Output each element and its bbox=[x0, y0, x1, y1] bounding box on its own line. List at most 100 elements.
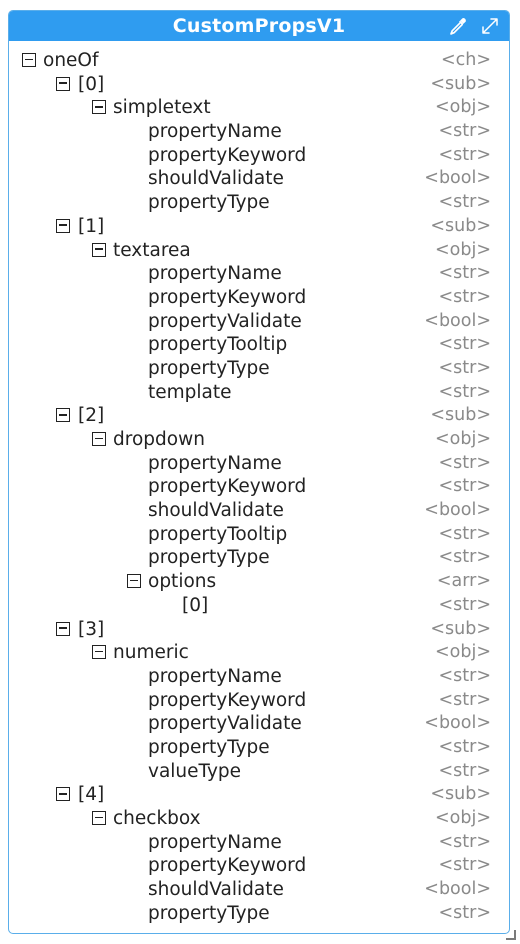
node-label: [2] bbox=[78, 405, 105, 427]
tree-field[interactable]: propertyType <str> bbox=[9, 357, 509, 381]
tree-node[interactable]: [2] <sub> bbox=[9, 404, 509, 428]
node-label: propertyKeyword bbox=[148, 144, 307, 166]
node-type: <obj> bbox=[434, 808, 491, 828]
node-label: propertyName bbox=[148, 831, 282, 853]
node-label: oneOf bbox=[43, 50, 99, 71]
node-label: propertyValidate bbox=[148, 713, 302, 735]
tree-field[interactable]: propertyValidate <bool> bbox=[9, 712, 509, 736]
tree-field[interactable]: propertyName <str> bbox=[9, 665, 509, 689]
node-type: <str> bbox=[438, 476, 492, 497]
node-type: <ch> bbox=[440, 50, 491, 70]
tree-node[interactable]: checkbox<obj> bbox=[9, 807, 509, 831]
node-type: <obj> bbox=[434, 642, 491, 663]
node-label: propertyName bbox=[148, 121, 282, 143]
collapse-icon[interactable] bbox=[92, 100, 106, 115]
tree-field[interactable]: propertyName<str> bbox=[9, 831, 509, 855]
collapse-icon[interactable] bbox=[56, 787, 70, 802]
node-type: <str> bbox=[438, 736, 492, 757]
node-label: template bbox=[148, 381, 232, 403]
tree-node[interactable]: oneOf <ch> bbox=[9, 49, 509, 73]
tree-node[interactable]: dropdown<obj> bbox=[9, 428, 509, 452]
tree-field[interactable]: propertyTooltip<str> bbox=[9, 333, 509, 357]
tree-field[interactable]: shouldValidate <bool> bbox=[9, 167, 509, 191]
node-label: propertyType bbox=[148, 192, 270, 214]
tree-field[interactable]: propertyKeyword<str> bbox=[9, 286, 509, 310]
tree-node[interactable]: simpletext <obj> bbox=[9, 96, 509, 120]
node-label: propertyType bbox=[148, 357, 270, 379]
tree-node[interactable]: numeric<obj> bbox=[9, 641, 509, 665]
node-type: <bool> bbox=[424, 168, 491, 189]
tree-field[interactable]: [0]<str> bbox=[9, 594, 509, 618]
tree-field[interactable]: propertyName<str> bbox=[9, 262, 509, 286]
node-type: <str> bbox=[438, 547, 492, 568]
collapse-icon[interactable] bbox=[92, 645, 106, 660]
tree-field[interactable]: shouldValidate<bool> bbox=[9, 499, 509, 523]
node-label: textarea bbox=[113, 239, 191, 261]
node-label: simpletext bbox=[113, 97, 211, 119]
node-label: propertyName bbox=[148, 452, 282, 474]
tree-field[interactable]: template<str> bbox=[9, 381, 509, 405]
node-type: <str> bbox=[438, 760, 492, 781]
schema-tree: oneOf<ch>[0]<sub>simpletext<obj>property… bbox=[9, 41, 509, 925]
tree-node[interactable]: [3]<sub> bbox=[9, 618, 509, 642]
node-type: <str> bbox=[438, 523, 492, 544]
node-type: <obj> bbox=[434, 97, 491, 118]
node-type: <str> bbox=[438, 121, 492, 142]
node-label: [0] bbox=[182, 594, 209, 616]
tree-field[interactable]: propertyKeyword <str> bbox=[9, 475, 509, 499]
tree-field[interactable]: propertyValidate <bool> bbox=[9, 310, 509, 334]
node-label: propertyKeyword bbox=[148, 286, 307, 308]
tree-field[interactable]: propertyName <str> bbox=[9, 120, 509, 144]
node-type: <str> bbox=[438, 665, 492, 686]
node-label: propertyKeyword bbox=[148, 476, 307, 498]
tree-field[interactable]: propertyName<str> bbox=[9, 452, 509, 476]
tree-node[interactable]: options<arr> bbox=[9, 570, 509, 594]
node-type: <obj> bbox=[434, 239, 491, 260]
node-label: shouldValidate bbox=[148, 168, 284, 190]
collapse-icon[interactable] bbox=[56, 218, 70, 233]
collapse-icon[interactable] bbox=[127, 574, 141, 589]
collapse-icon[interactable] bbox=[92, 811, 106, 825]
tree-field[interactable]: propertyTooltip<str> bbox=[9, 523, 509, 547]
collapse-icon[interactable] bbox=[22, 53, 36, 67]
tree-field[interactable]: propertyType <str> bbox=[9, 736, 509, 760]
node-label: propertyName bbox=[148, 665, 282, 687]
tree-field[interactable]: propertyType <str> bbox=[9, 546, 509, 570]
tree-node[interactable]: [4]<sub> bbox=[9, 783, 509, 807]
node-type: <str> bbox=[438, 357, 492, 378]
node-label: propertyType bbox=[148, 736, 270, 758]
collapse-icon[interactable] bbox=[92, 432, 106, 446]
tree-field[interactable]: propertyType<str> bbox=[9, 902, 509, 926]
node-label: propertyTooltip bbox=[148, 334, 288, 356]
node-type: <str> bbox=[438, 689, 492, 710]
tree-field[interactable]: valueType <str> bbox=[9, 760, 509, 784]
panel-title: CustomPropsV1 bbox=[172, 15, 346, 37]
collapse-icon[interactable] bbox=[56, 76, 70, 91]
panel-header[interactable]: CustomPropsV1 bbox=[9, 11, 509, 41]
collapse-icon[interactable] bbox=[56, 408, 70, 423]
node-label: options bbox=[148, 571, 217, 593]
node-type: <bool> bbox=[424, 310, 491, 331]
tree-node[interactable]: [1]<sub> bbox=[9, 215, 509, 239]
collapse-icon[interactable] bbox=[92, 242, 106, 257]
tree-node[interactable]: [0]<sub> bbox=[9, 73, 509, 97]
tree-field[interactable]: propertyKeyword<str> bbox=[9, 854, 509, 878]
node-label: valueType bbox=[148, 760, 242, 782]
node-type: <str> bbox=[438, 144, 492, 165]
node-label: [4] bbox=[78, 784, 105, 806]
tree-field[interactable]: propertyKeyword <str> bbox=[9, 144, 509, 168]
tree-node[interactable]: textarea <obj> bbox=[9, 239, 509, 263]
node-type: <bool> bbox=[424, 713, 491, 734]
tree-field[interactable]: shouldValidate<bool> bbox=[9, 878, 509, 902]
eyedropper-icon[interactable] bbox=[447, 15, 469, 37]
tree-field[interactable]: propertyType<str> bbox=[9, 191, 509, 215]
resize-handle[interactable] bbox=[506, 930, 516, 940]
node-label: propertyType bbox=[148, 547, 270, 569]
expand-icon[interactable] bbox=[479, 15, 501, 37]
tree-field[interactable]: propertyKeyword<str> bbox=[9, 689, 509, 713]
node-label: propertyValidate bbox=[148, 310, 302, 332]
node-type: <str> bbox=[438, 263, 492, 284]
node-type: <sub> bbox=[430, 405, 491, 426]
node-label: [0] bbox=[78, 73, 105, 95]
collapse-icon[interactable] bbox=[56, 621, 70, 636]
